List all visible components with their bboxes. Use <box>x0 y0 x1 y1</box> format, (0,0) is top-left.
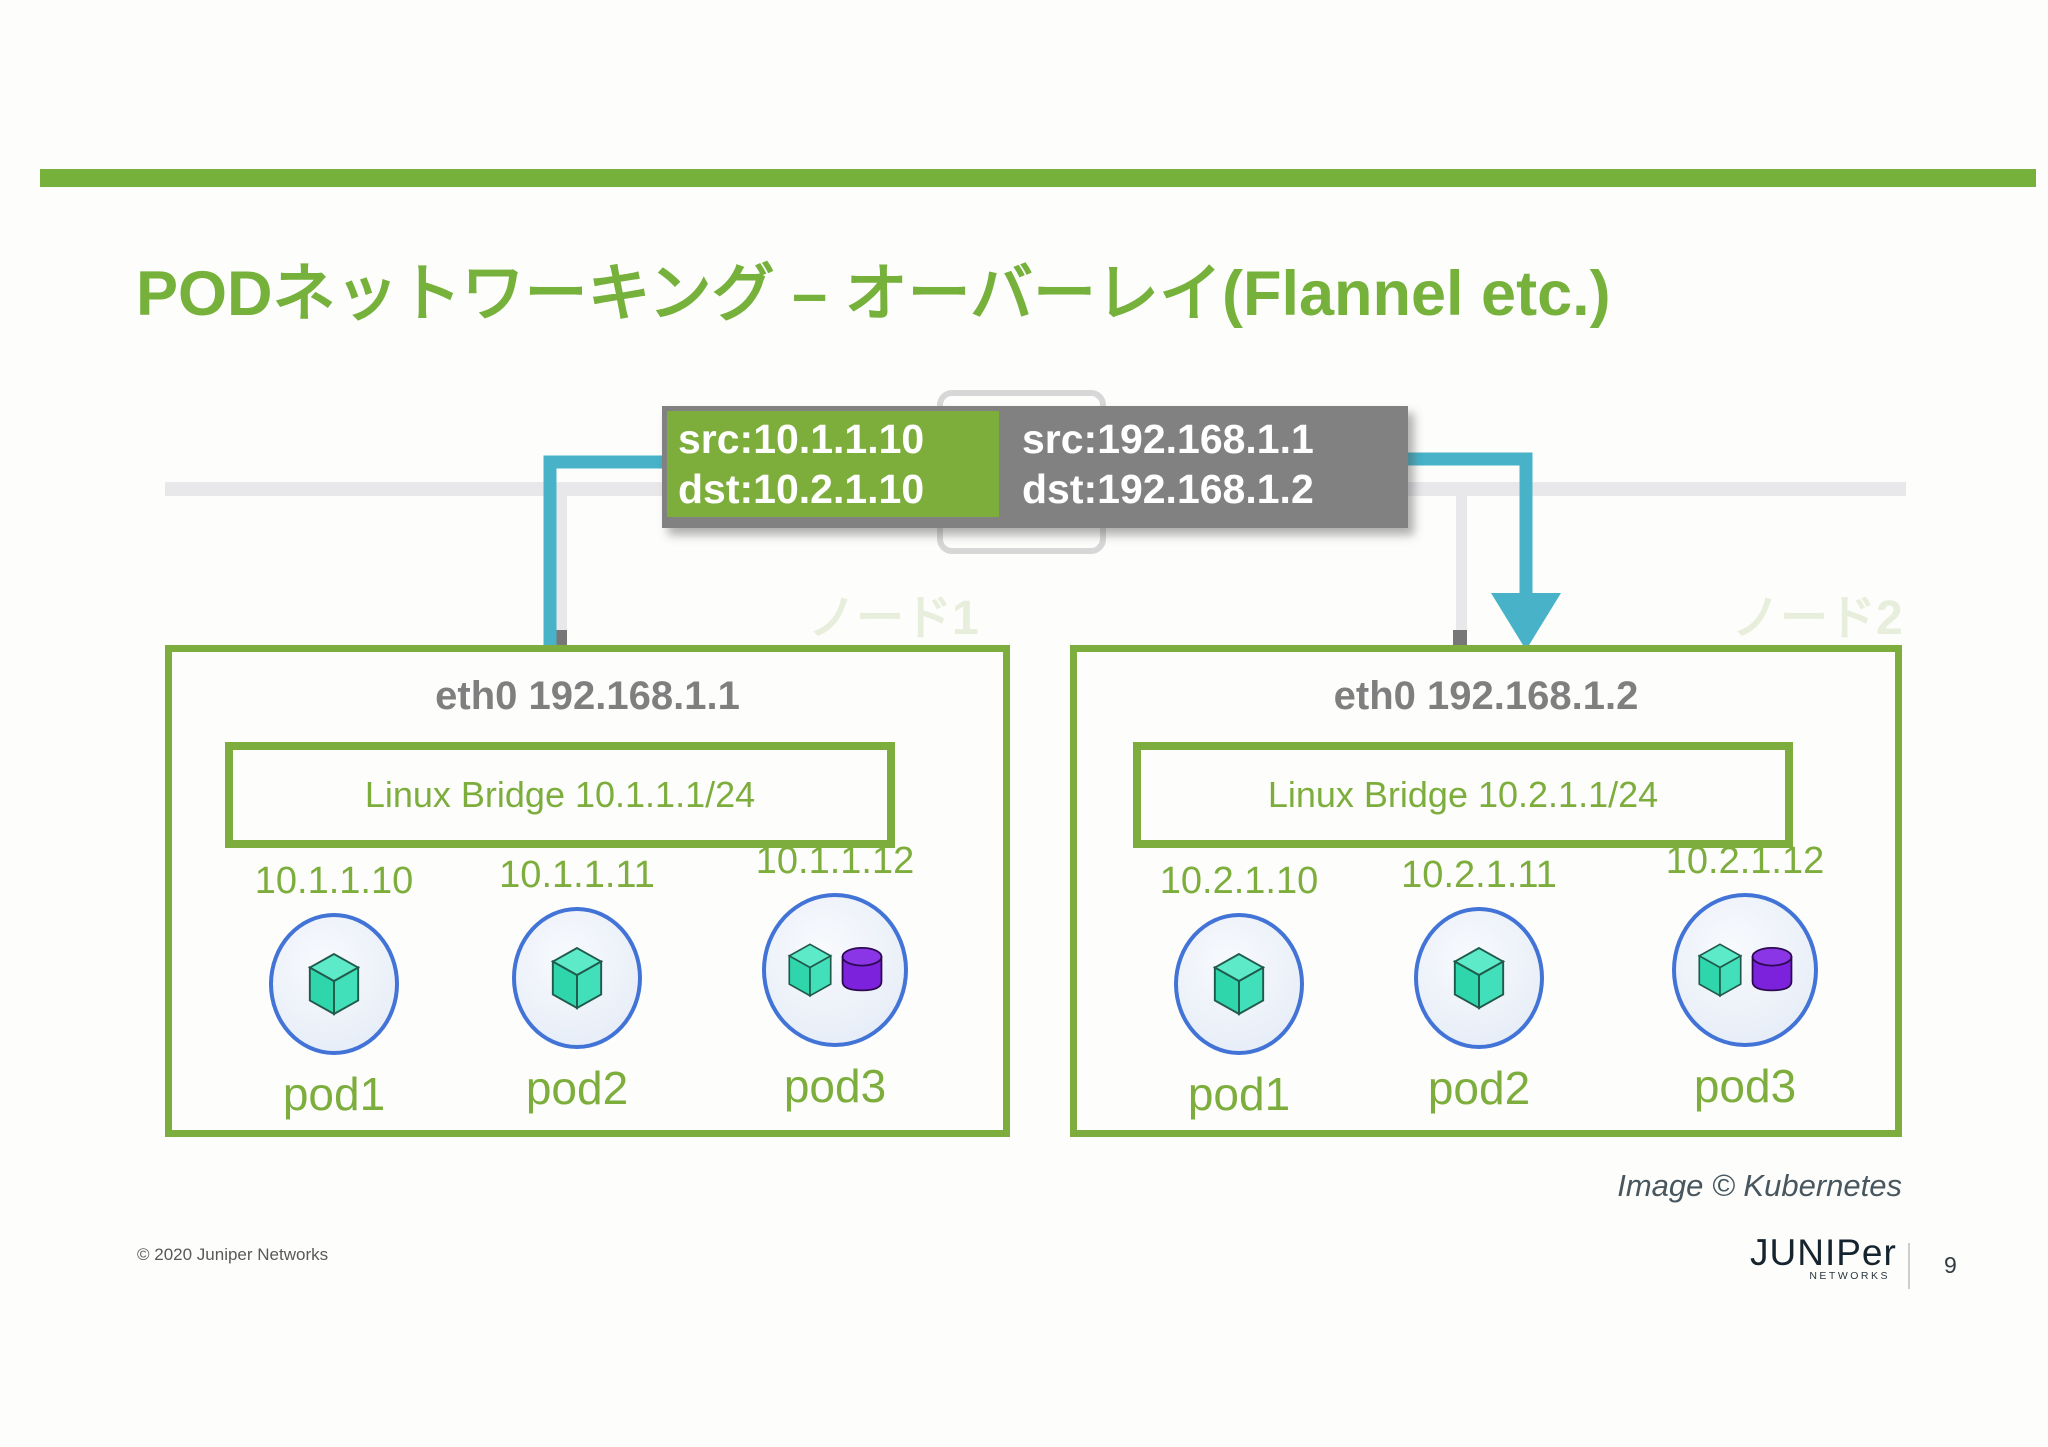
outer-src: src:192.168.1.1 <box>1022 416 1314 462</box>
pod-circle <box>1174 913 1304 1055</box>
outer-packet-text: src:192.168.1.1 dst:192.168.1.2 <box>1022 414 1314 514</box>
pod-label: pod2 <box>525 1062 629 1114</box>
node1-box: eth0 192.168.1.1 Linux Bridge 10.1.1.1/2… <box>165 645 1010 1137</box>
node1-linux-bridge-box: Linux Bridge 10.1.1.1/24 <box>225 742 895 848</box>
container-cube-icon <box>1452 946 1506 1010</box>
node1-uplink-line <box>556 490 567 630</box>
volume-cylinder-icon <box>1751 946 1793 992</box>
inner-dst: dst:10.2.1.10 <box>678 466 925 512</box>
node2-uplink-port <box>1453 630 1467 645</box>
inner-packet-text: src:10.1.1.10 dst:10.2.1.10 <box>678 414 924 514</box>
node2-watermark: ノード2 <box>1732 592 1903 645</box>
node1-watermark: ノード1 <box>808 592 979 645</box>
footer-divider <box>1908 1243 1910 1289</box>
container-cube-icon <box>1212 952 1266 1016</box>
pod-ip: 10.2.1.12 <box>1665 840 1825 882</box>
pod-circle <box>512 907 642 1049</box>
container-cube-icon <box>1697 943 1743 998</box>
packet-path-right <box>1402 452 1533 600</box>
node2-uplink-line <box>1456 490 1467 630</box>
container-cube-icon <box>307 952 361 1016</box>
pod-label: pod2 <box>1427 1062 1531 1114</box>
juniper-logo-wordmark: JUNIPer <box>1750 1232 1897 1273</box>
container-cube-icon <box>787 943 833 998</box>
pod-circle <box>1672 893 1818 1047</box>
pod-ip: 10.1.1.12 <box>755 840 915 882</box>
pod-circle <box>1414 907 1544 1049</box>
inner-src: src:10.1.1.10 <box>678 416 925 462</box>
packet-path-left <box>543 455 676 648</box>
volume-cylinder-icon <box>841 946 883 992</box>
node2-eth-label: eth0 192.168.1.2 <box>1333 674 1639 718</box>
pod-label: pod1 <box>1187 1068 1291 1120</box>
node2-box: eth0 192.168.1.2 Linux Bridge 10.2.1.1/2… <box>1070 645 1902 1137</box>
node2-linux-bridge-box: Linux Bridge 10.2.1.1/24 <box>1133 742 1793 848</box>
page-number: 9 <box>1944 1252 1957 1278</box>
pod-ip: 10.1.1.11 <box>499 854 655 896</box>
node2-pod2: 10.2.1.11 pod2 <box>1367 854 1591 1115</box>
pod-ip: 10.2.1.10 <box>1159 860 1319 902</box>
inner-packet-header <box>667 411 999 517</box>
juniper-logo-networks: NETWORKS <box>1809 1270 1890 1282</box>
packet-arrowhead-icon <box>1491 593 1561 650</box>
node1-pod3: 10.1.1.12 pod3 <box>723 840 947 1113</box>
node1-pod2: 10.1.1.11 pod2 <box>465 854 689 1115</box>
node1-pod1: 10.1.1.10 pod1 <box>222 860 446 1121</box>
pod-label: pod3 <box>783 1060 887 1112</box>
pod-ip: 10.1.1.10 <box>254 860 414 902</box>
top-accent-bar <box>40 169 2036 187</box>
pod-label: pod1 <box>282 1068 386 1120</box>
pod-label: pod3 <box>1693 1060 1797 1112</box>
page-title: PODネットワーキング – オーバーレイ(Flannel etc.) <box>136 259 1611 329</box>
outer-packet-header: src:10.1.1.10 dst:10.2.1.10 src:192.168.… <box>662 406 1408 528</box>
node2-pod1: 10.2.1.10 pod1 <box>1127 860 1351 1121</box>
image-credit: Image © Kubernetes <box>1617 1168 1902 1203</box>
copyright-text: © 2020 Juniper Networks <box>137 1245 329 1264</box>
node1-bridge-label: Linux Bridge 10.1.1.1/24 <box>364 774 756 815</box>
pod-circle <box>269 913 399 1055</box>
outer-dst: dst:192.168.1.2 <box>1022 466 1314 512</box>
node1-eth-label: eth0 192.168.1.1 <box>435 674 740 718</box>
node2-pod3: 10.2.1.12 pod3 <box>1633 840 1857 1113</box>
container-cube-icon <box>550 946 604 1010</box>
node2-bridge-label: Linux Bridge 10.2.1.1/24 <box>1267 774 1659 815</box>
pod-circle <box>762 893 908 1047</box>
pod-ip: 10.2.1.11 <box>1401 854 1557 896</box>
juniper-logo: JUNIPer NETWORKS <box>1750 1232 1897 1282</box>
